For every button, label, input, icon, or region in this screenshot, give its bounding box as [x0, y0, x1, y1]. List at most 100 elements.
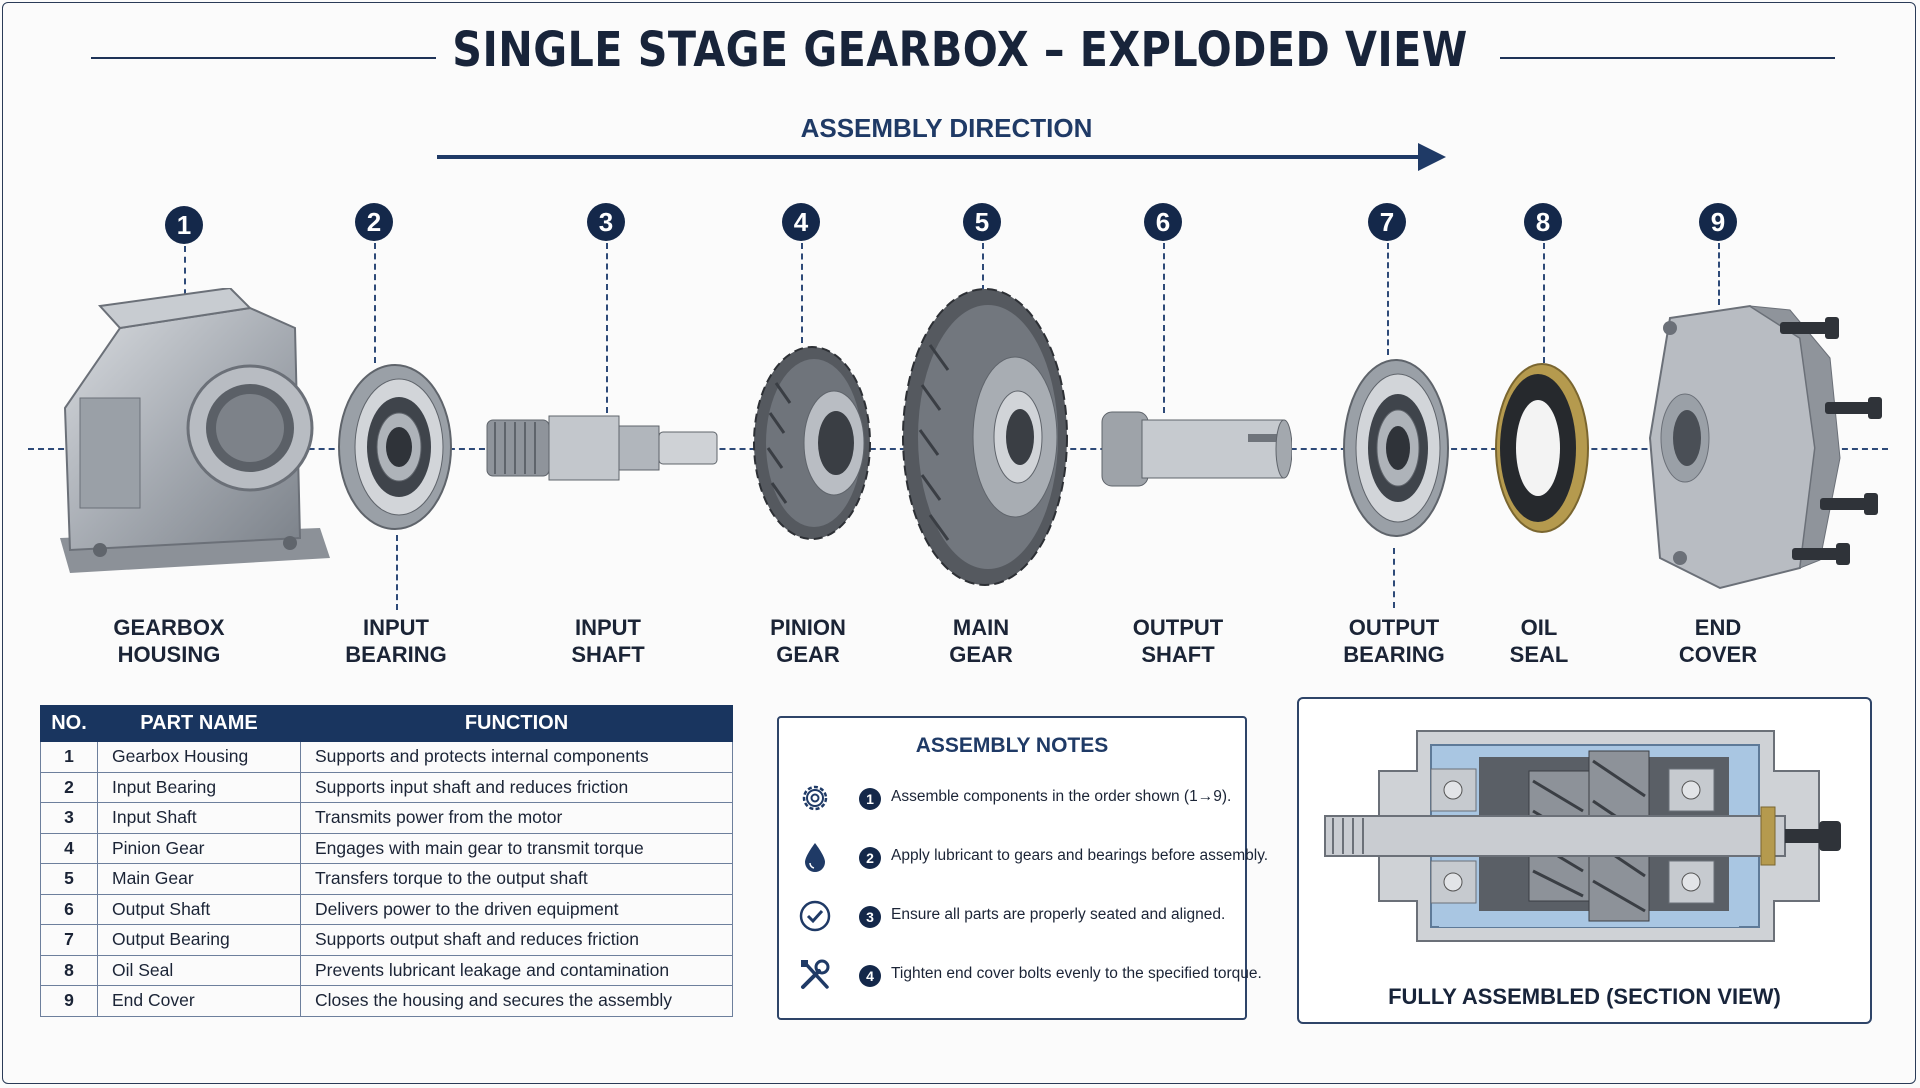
part-badge-8: 8 — [1524, 203, 1562, 241]
part-label-2-line1: INPUT — [363, 615, 429, 640]
leader-line-1 — [184, 246, 186, 306]
row-part-name: Pinion Gear — [97, 832, 301, 864]
row-function: Delivers power to the driven equipment — [300, 893, 733, 925]
output-shaft-illustration — [1101, 411, 1292, 487]
leader-line-7b — [1393, 548, 1395, 608]
part-badge-4: 4 — [782, 203, 820, 241]
row-function: Supports output shaft and reduces fricti… — [300, 924, 733, 956]
gear-icon — [802, 785, 828, 811]
part-label-6-line1: OUTPUT — [1132, 615, 1224, 640]
part-label-7-line2: BEARING — [1343, 642, 1445, 667]
input-bearing-illustration — [338, 364, 452, 530]
row-no: 9 — [40, 985, 98, 1017]
pinion-gear-illustration — [753, 346, 871, 540]
note-item-1: 1 Assemble components in the order shown… — [797, 780, 1237, 820]
leader-line-4 — [801, 243, 803, 343]
section-view-illustration — [1324, 730, 1841, 942]
note-badge-1: 1 — [859, 788, 881, 810]
part-label-6-line2: SHAFT — [1141, 642, 1215, 667]
part-badge-5: 5 — [963, 203, 1001, 241]
leader-line-5 — [982, 243, 984, 291]
leader-line-3 — [606, 243, 608, 413]
leader-line-7 — [1387, 243, 1389, 355]
note-text-4: Tighten end cover bolts evenly to the sp… — [891, 965, 1262, 982]
row-part-name: Output Bearing — [97, 924, 301, 956]
gearbox-housing-illustration — [60, 288, 330, 573]
note-item-2: 2 Apply lubricant to gears and bearings … — [797, 839, 1268, 879]
leader-line-2b — [396, 535, 398, 610]
header-no: NO. — [40, 705, 98, 742]
part-label-9-line1: END — [1694, 615, 1742, 640]
part-label-4-line2: GEAR — [776, 642, 840, 667]
section-view-panel: FULLY ASSEMBLED (SECTION VIEW) — [1297, 697, 1872, 1024]
assembly-direction-arrowhead — [1418, 143, 1446, 171]
part-label-8-line1: OIL — [1520, 615, 1558, 640]
check-circle-icon — [799, 900, 831, 932]
table-header-row: NO. PART NAME FUNCTION — [40, 705, 733, 742]
oil-seal-illustration — [1495, 363, 1589, 533]
note-text-2: Apply lubricant to gears and bearings be… — [891, 847, 1269, 864]
part-badge-6: 6 — [1144, 203, 1182, 241]
row-no: 4 — [40, 832, 98, 864]
row-no: 3 — [40, 802, 98, 834]
part-label-3-line2: SHAFT — [571, 642, 645, 667]
note-item-3: 3 Ensure all parts are properly seated a… — [797, 898, 1237, 938]
row-no: 5 — [40, 863, 98, 895]
main-gear-illustration — [902, 288, 1068, 586]
wrench-screwdriver-icon — [801, 959, 830, 989]
row-function: Supports and protects internal component… — [300, 741, 733, 773]
part-label-8-line2: SEAL — [1509, 642, 1569, 667]
part-label-1-line1: GEARBOX — [113, 615, 225, 640]
input-shaft-illustration — [486, 415, 718, 481]
row-no: 2 — [40, 771, 98, 803]
part-label-7-line1: OUTPUT — [1348, 615, 1440, 640]
note-badge-3: 3 — [859, 906, 881, 928]
output-bearing-illustration — [1343, 359, 1449, 537]
row-function: Engages with main gear to transmit torqu… — [300, 832, 733, 864]
row-function: Supports input shaft and reduces frictio… — [300, 771, 733, 803]
row-function: Prevents lubricant leakage and contamina… — [300, 954, 733, 986]
title-rule-right — [1500, 57, 1835, 59]
page-title: SINGLE STAGE GEARBOX – EXPLODED VIEW — [452, 22, 1468, 78]
part-label-4-line1: PINION — [770, 615, 846, 640]
row-part-name: Oil Seal — [97, 954, 301, 986]
part-label-5-line1: MAIN — [952, 615, 1010, 640]
part-label-2-line2: BEARING — [345, 642, 447, 667]
note-item-4: 4 Tighten end cover bolts evenly to the … — [797, 957, 1262, 997]
part-label-3-line1: INPUT — [575, 615, 641, 640]
row-part-name: Main Gear — [97, 863, 301, 895]
part-label-9-line2: COVER — [1678, 642, 1758, 667]
header-part-name: PART NAME — [97, 705, 301, 742]
row-part-name: Gearbox Housing — [97, 741, 301, 773]
assembly-direction-label: ASSEMBLY DIRECTION — [800, 113, 1093, 143]
end-cover-illustration — [1648, 304, 1882, 590]
part-badge-1: 1 — [165, 206, 203, 244]
part-badge-9: 9 — [1699, 203, 1737, 241]
part-label-1-line2: HOUSING — [117, 642, 221, 667]
header-function: FUNCTION — [300, 705, 733, 742]
assembly-notes-panel: ASSEMBLY NOTES 1 Assemble components in … — [777, 716, 1268, 1020]
row-no: 6 — [40, 893, 98, 925]
assembly-direction-arrow — [437, 155, 1421, 159]
leader-line-2 — [374, 243, 376, 363]
note-badge-2: 2 — [859, 847, 881, 869]
leader-line-6 — [1163, 243, 1165, 413]
note-text-3: Ensure all parts are properly seated and… — [891, 906, 1226, 923]
leader-line-8 — [1543, 243, 1545, 363]
